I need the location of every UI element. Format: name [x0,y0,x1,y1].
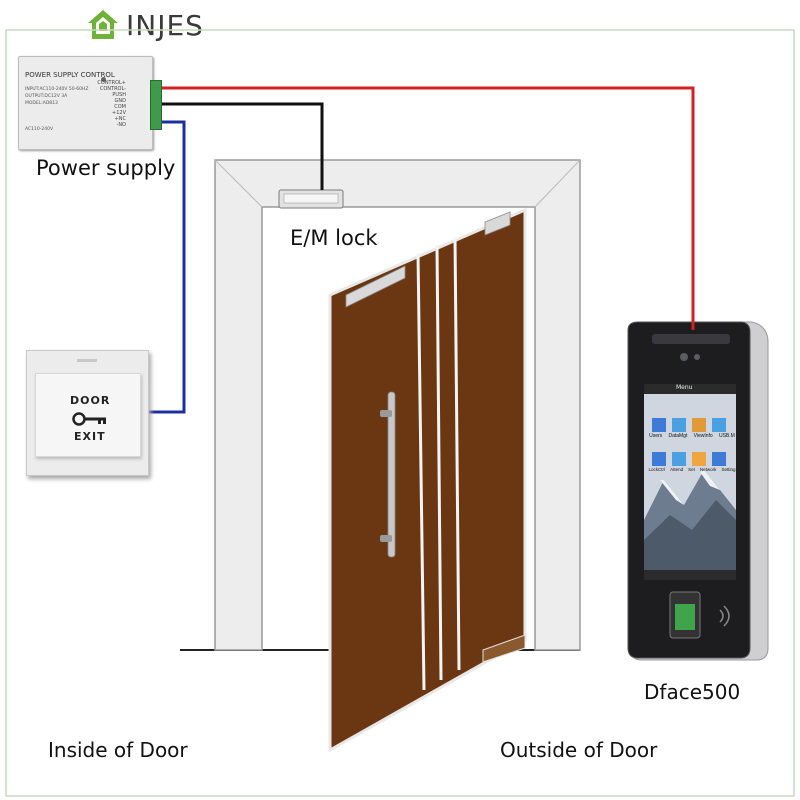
brand-logo: INJES [86,8,204,42]
power-supply-unit: POWER SUPPLY CONTROL INPUT:AC110-240V 50… [18,56,153,150]
power-supply-terminal-label: CONTROL- [99,86,126,92]
door-leaf [328,207,527,753]
power-supply-terminal-label: COM [114,104,126,110]
em-lock [278,189,344,209]
black-wire [155,102,324,190]
red-wire [155,86,695,330]
key-icon [72,412,106,426]
device-icon-labels-row2: LockCtrl Attend Set Network Setting [646,467,738,472]
exit-exit-word: EXIT [74,430,106,443]
power-supply-terminal-label: CONTROL+ [97,80,126,86]
device-icon-labels-row1: Users DataMgt ViewInfo USB.M [646,433,738,439]
power-supply-terminal-label: +NC [114,116,126,122]
terminal-block [150,80,162,130]
label-inside-door: Inside of Door [48,738,188,762]
brand-name: INJES [126,8,204,42]
power-supply-output: OUTPUT:DC12V 3A [25,94,68,99]
exit-button-face: DOOR EXIT [35,373,141,457]
label-power-supply: Power supply [36,156,176,180]
device-app-set: Set [688,467,695,472]
device-app-usbm: USB.M [718,433,735,439]
power-supply-rating: AC110-240V [25,127,54,132]
power-supply-terminal-label: PUSH [112,92,126,98]
door-frame [214,159,581,651]
device-app-datamgt: DataMgt [668,433,688,439]
label-em-lock: E/M lock [290,226,378,250]
device-app-users: Users [649,433,663,439]
power-supply-terminal-label: -NO [116,122,126,128]
label-device: Dface500 [644,680,741,704]
exit-button-slot [77,359,97,362]
dface500-device [627,321,769,661]
power-supply-title: POWER SUPPLY CONTROL [25,71,115,79]
device-menu-title: Menu [676,384,693,391]
diagram-border [5,29,795,797]
power-supply-model: MODEL:AD813 [25,101,58,106]
wires [148,86,695,414]
power-supply-input: INPUT:AC110-240V 50-60HZ [25,87,89,92]
led-icon [101,77,106,82]
device-app-attend: Attend [670,467,684,472]
power-supply-terminal-label: GND [114,98,126,104]
power-supply-terminal-label: +12V [112,110,126,116]
device-app-setting: Setting [721,467,736,472]
label-outside-door: Outside of Door [500,738,658,762]
device-app-viewinfo: ViewInfo [693,433,713,439]
blue-wire [148,120,186,414]
exit-button-unit: DOOR EXIT [26,350,149,476]
device-app-network: Network [699,467,717,472]
door-handle [380,391,396,558]
device-app-lockctrl: LockCtrl [648,467,666,472]
exit-door-word: DOOR [70,394,111,407]
